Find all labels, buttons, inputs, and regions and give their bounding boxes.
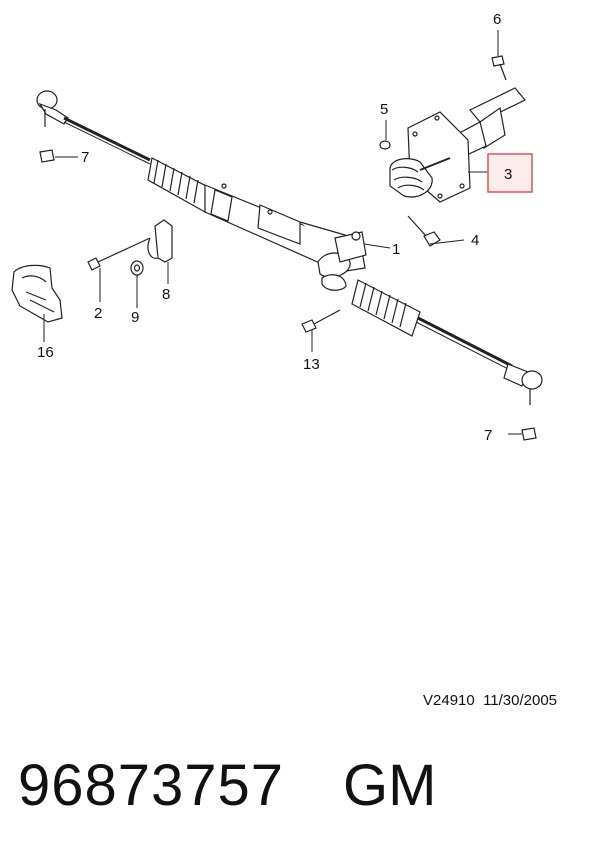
callout-3[interactable]: 3 xyxy=(504,166,512,183)
nut-5 xyxy=(379,140,391,150)
part-number: 96873757 xyxy=(18,753,285,818)
bolt-4 xyxy=(407,215,441,247)
pinion-boot-flange xyxy=(389,111,471,203)
mounting-bracket xyxy=(147,219,173,263)
bolt-6 xyxy=(491,55,507,81)
callout-16: 16 xyxy=(37,344,54,361)
heat-shield xyxy=(11,264,63,323)
callout-1: 1 xyxy=(392,241,400,258)
callout-9: 9 xyxy=(131,309,139,326)
drawing-id: V24910 xyxy=(423,692,475,709)
bolt-2 xyxy=(87,237,151,271)
pinion-housing xyxy=(334,231,367,263)
callout-7-right: 7 xyxy=(484,427,492,444)
callout-6: 6 xyxy=(493,11,501,28)
left-bellows-boot xyxy=(147,157,211,213)
callout-4: 4 xyxy=(471,232,479,249)
callout-7-left: 7 xyxy=(81,149,89,166)
nut-7-right xyxy=(521,427,537,441)
brand-name: GM xyxy=(343,753,437,818)
right-bellows-boot xyxy=(351,279,421,337)
left-tie-rod-end xyxy=(36,90,151,165)
callout-2: 2 xyxy=(94,305,102,322)
right-tie-rod-end xyxy=(415,316,543,405)
drawing-date: 11/30/2005 xyxy=(483,692,558,709)
callout-3-highlight[interactable] xyxy=(487,153,533,193)
nut-7-left xyxy=(39,149,55,163)
callout-8: 8 xyxy=(162,286,170,303)
callout-13: 13 xyxy=(303,356,320,373)
nut-9 xyxy=(130,260,144,276)
callout-5: 5 xyxy=(380,101,388,118)
bolt-13 xyxy=(301,309,341,333)
leader-lines xyxy=(43,30,522,435)
drawing-reference: V24910 11/30/2005 xyxy=(423,692,557,709)
